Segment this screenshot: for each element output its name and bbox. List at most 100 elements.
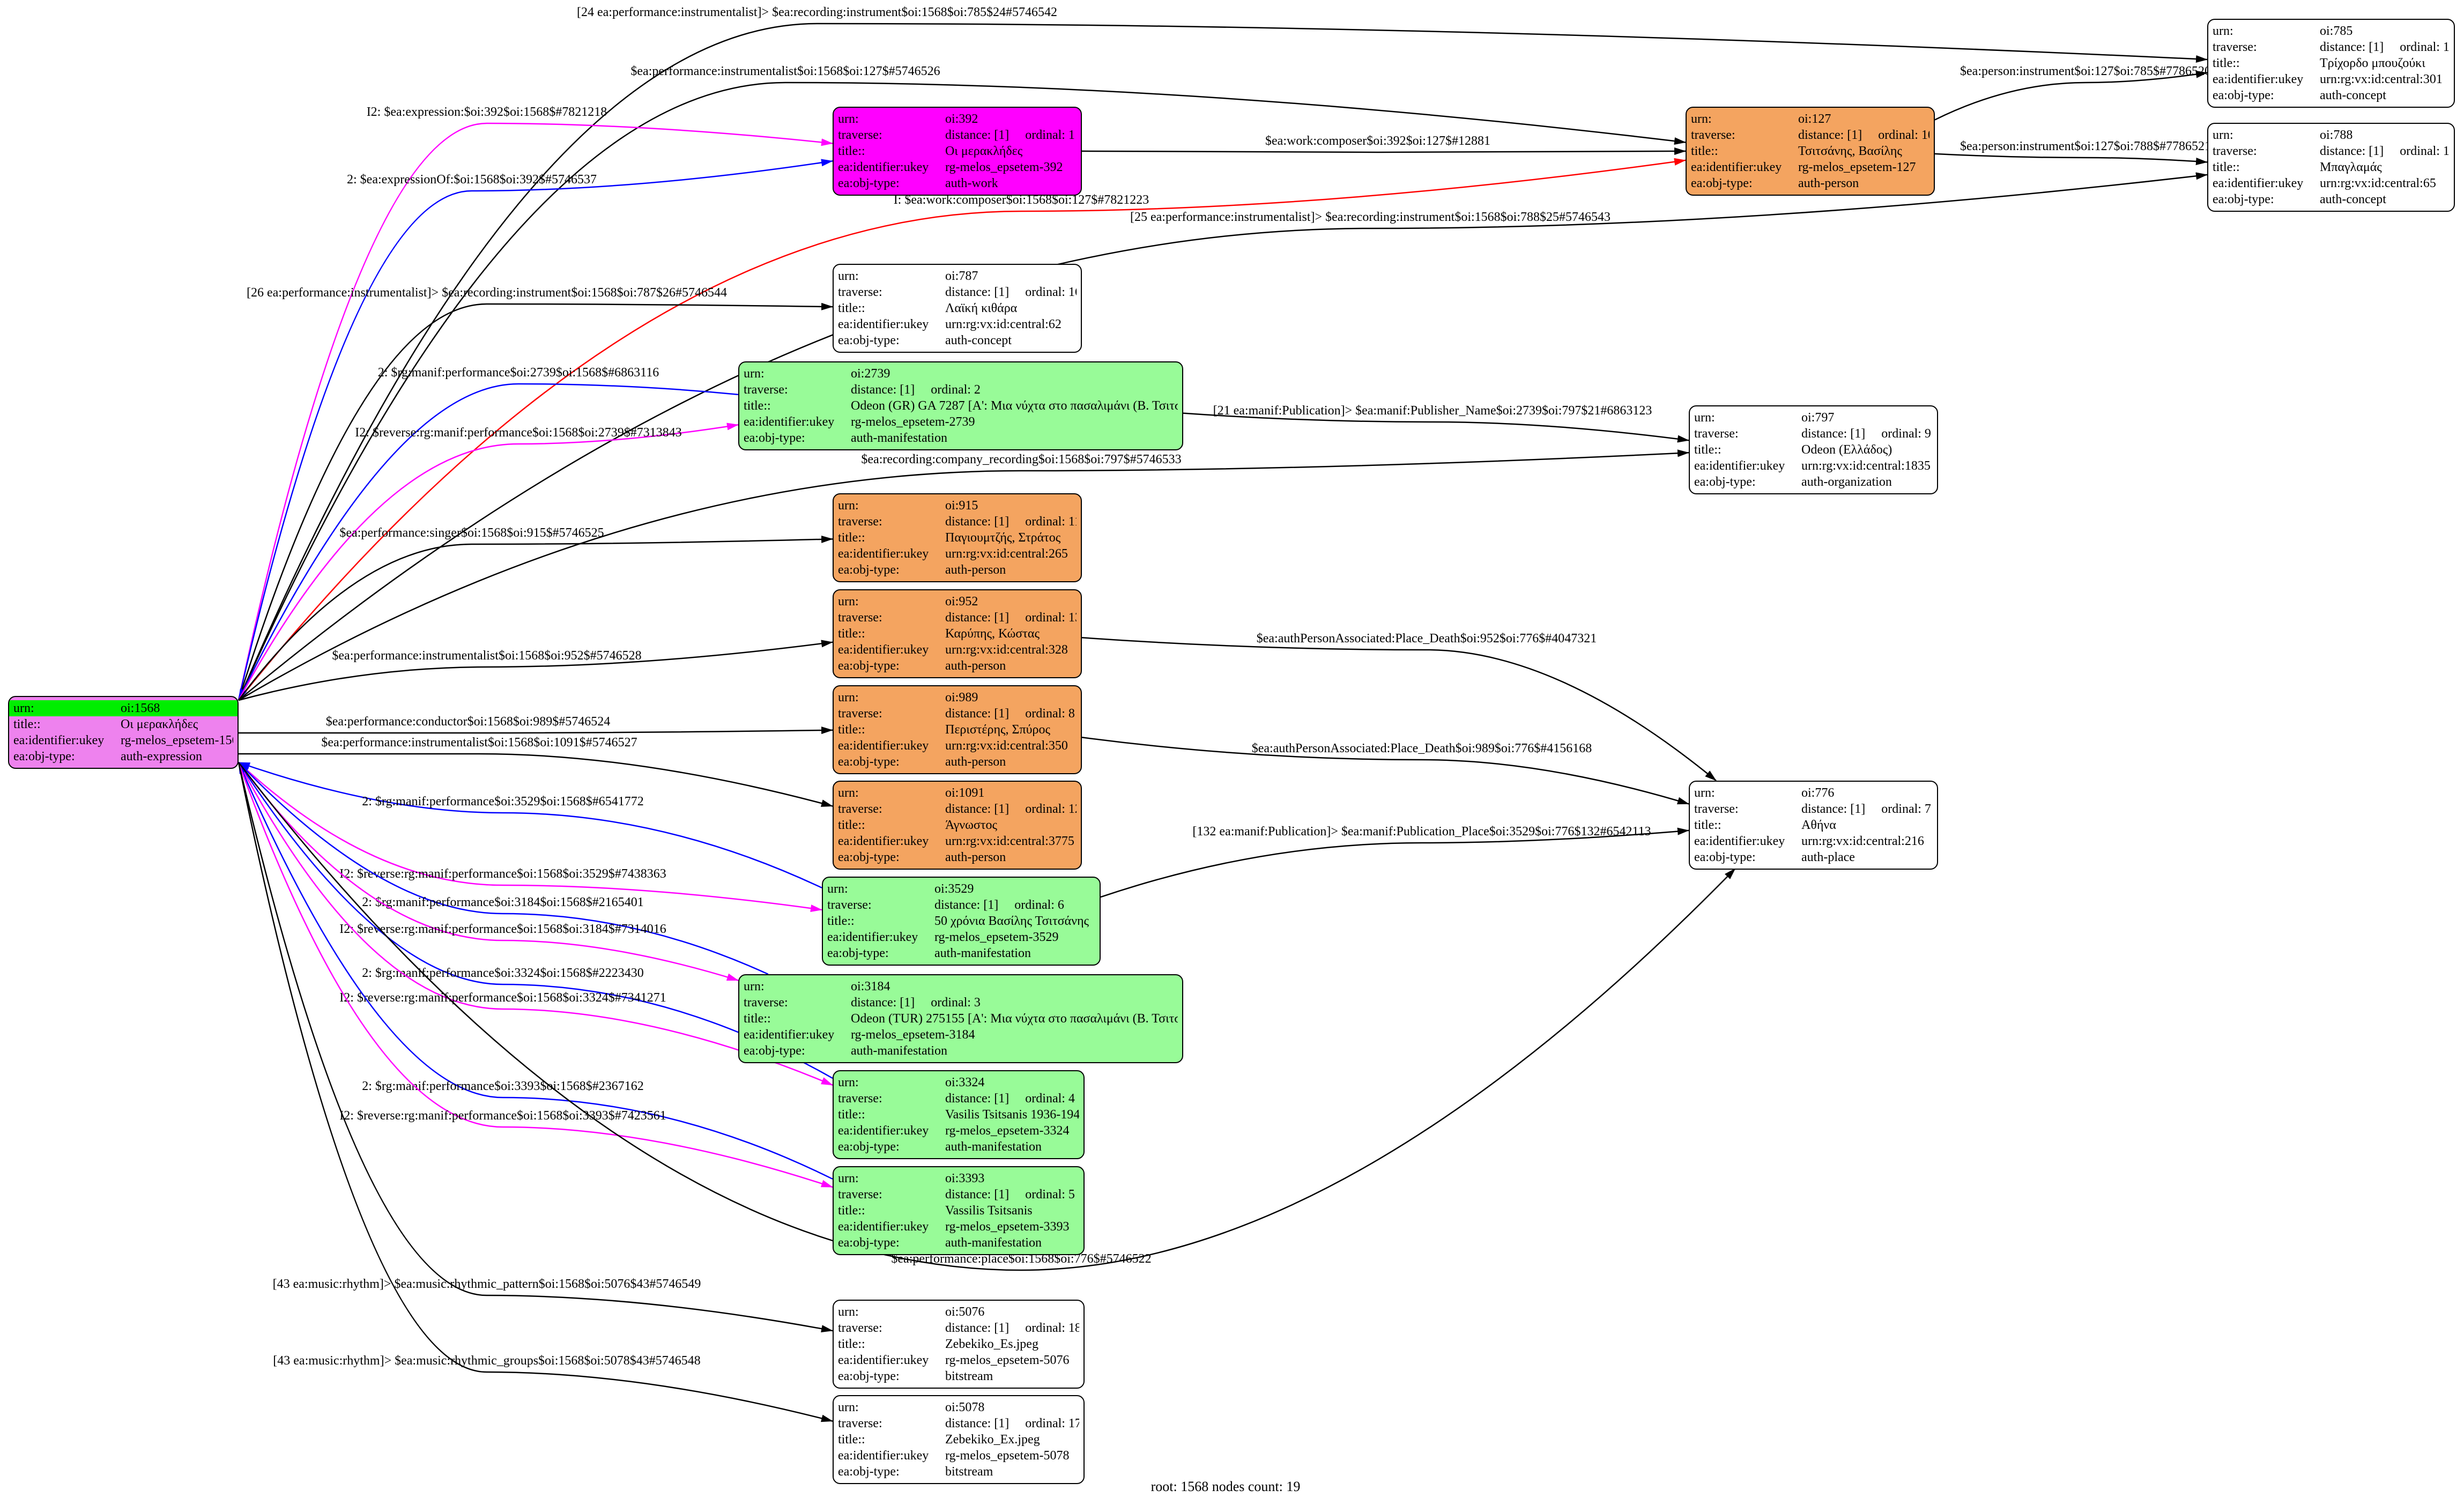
node-row: urn:oi:797 xyxy=(1694,410,1933,426)
field-label: ea:identifier:ukey xyxy=(838,1449,929,1463)
field-label: title:: xyxy=(1694,818,1721,832)
edge-label: 2: $rg:manif:performance$oi:3529$oi:1568… xyxy=(362,795,643,809)
field-label: urn: xyxy=(838,786,859,800)
edge-oi127-oi785 xyxy=(1934,70,2208,121)
root-summary: root: 1568 nodes count: 19 xyxy=(1151,1479,1301,1494)
field-value: oi:3393 xyxy=(945,1172,985,1185)
edge-oi1568-oi788 xyxy=(238,172,2208,701)
field-label: title:: xyxy=(744,1012,771,1026)
field-label: traverse: xyxy=(1694,427,1739,441)
node-row: ea:obj-type:auth-place xyxy=(1694,849,1933,865)
field-value: urn:rg:vx:id:central:350 xyxy=(945,739,1068,753)
node-row: ea:obj-type:auth-manifestation xyxy=(744,430,1178,446)
field-label: ea:identifier:ukey xyxy=(838,1220,929,1234)
node-row: urn:oi:785 xyxy=(2213,23,2450,39)
field-value: auth-manifestation xyxy=(945,1236,1042,1250)
field-value: rg-melos_epsetem-3529 xyxy=(934,930,1059,944)
field-label: traverse: xyxy=(2213,40,2257,54)
field-label: urn: xyxy=(838,595,859,609)
field-value: auth-concept xyxy=(2320,88,2386,102)
field-label: title:: xyxy=(744,399,771,413)
field-value: rg-melos_epsetem-392 xyxy=(945,160,1063,174)
field-label: urn: xyxy=(744,367,765,381)
field-value: auth-person xyxy=(1798,176,1859,190)
field-value: auth-concept xyxy=(945,333,1012,347)
node-row: ea:obj-type:auth-expression xyxy=(13,748,233,765)
field-value: Odeon (TUR) 275155 [Α': Μια νύχτα στο πα… xyxy=(851,1012,1178,1026)
edge-label: $ea:performance:instrumentalist$oi:1568$… xyxy=(321,736,637,750)
edge-oi1568-oi3393 xyxy=(238,762,833,1188)
node-row: urn:oi:3529 xyxy=(827,881,1095,897)
field-label: ea:obj-type: xyxy=(2213,192,2274,206)
field-value: auth-manifestation xyxy=(851,1044,947,1058)
edge-label: [43 ea:music:rhythm]> $ea:music:rhythmic… xyxy=(273,1277,701,1291)
field-label: traverse: xyxy=(838,1417,882,1430)
field-value: oi:915 xyxy=(945,499,978,513)
field-value: oi:1091 xyxy=(945,786,985,800)
field-value: Παγιουμτζής, Στράτος xyxy=(945,531,1061,545)
field-value: oi:788 xyxy=(2320,128,2353,142)
field-label: ea:obj-type: xyxy=(838,563,900,577)
field-value: distance: [1] ordinal: 10 xyxy=(1798,128,1929,142)
edge-label: I2: $reverse:rg:manif:performance$oi:156… xyxy=(339,867,666,881)
field-label: ea:identifier:ukey xyxy=(838,643,929,657)
node-row: ea:obj-type:auth-person xyxy=(838,562,1077,578)
field-value: auth-person xyxy=(945,659,1006,673)
field-label: traverse: xyxy=(838,611,882,625)
field-label: urn: xyxy=(838,499,859,513)
field-label: urn: xyxy=(13,701,34,715)
node-row: title::Μπαγλαμάς xyxy=(2213,159,2450,175)
field-label: urn: xyxy=(2213,24,2233,38)
field-value: distance: [1] ordinal: 17 xyxy=(945,1417,1079,1430)
node-row: urn:oi:952 xyxy=(838,594,1077,610)
edge-oi2739-oi797 xyxy=(1183,412,1689,443)
node-row: ea:obj-type:auth-manifestation xyxy=(827,945,1095,961)
field-label: title:: xyxy=(838,818,865,832)
edge-label: 2: $rg:manif:performance$oi:3184$oi:1568… xyxy=(362,895,643,909)
field-label: traverse: xyxy=(838,1188,882,1202)
field-value: oi:5076 xyxy=(945,1305,985,1319)
node-row: title::Τρίχορδο μπουζούκι xyxy=(2213,55,2450,71)
field-label: urn: xyxy=(2213,128,2233,142)
node-row: traverse:distance: [1] ordinal: 7 xyxy=(1694,801,1933,817)
field-value: auth-concept xyxy=(2320,192,2386,206)
field-label: ea:identifier:ukey xyxy=(1694,459,1785,473)
node-row: ea:obj-type:auth-person xyxy=(838,849,1077,865)
field-value: distance: [1] ordinal: 5 xyxy=(945,1188,1075,1202)
node-row: traverse:distance: [1] ordinal: 18 xyxy=(838,1320,1079,1336)
edge-oi1568-oi2739 xyxy=(238,422,739,701)
node-row: title::Οι μερακλήδες xyxy=(13,716,233,732)
field-label: title:: xyxy=(838,1204,865,1218)
edge-oi392-oi127 xyxy=(1081,147,1686,155)
node-row: urn:oi:776 xyxy=(1694,785,1933,801)
field-value: auth-manifestation xyxy=(945,1140,1042,1154)
field-value: urn:rg:vx:id:central:301 xyxy=(2320,72,2443,86)
field-value: distance: [1] ordinal: 18 xyxy=(945,1321,1079,1335)
node-row: urn: oi:1091 xyxy=(838,785,1077,801)
field-value: bitstream xyxy=(945,1369,993,1383)
field-value: Odeon (Ελλάδος) xyxy=(1801,443,1892,457)
field-label: ea:identifier:ukey xyxy=(838,317,929,331)
field-label: ea:obj-type: xyxy=(838,1236,900,1250)
